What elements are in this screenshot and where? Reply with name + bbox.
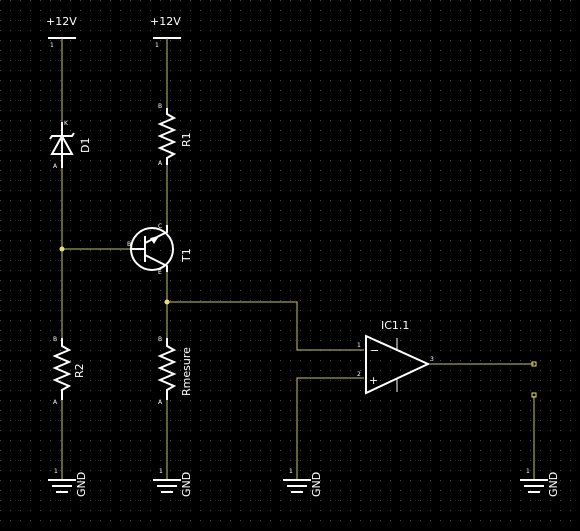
resistor-rmesure[interactable]: B A Rmesure <box>157 336 193 406</box>
rmesure-ref: Rmesure <box>180 347 193 396</box>
d1-pin-k: K <box>64 120 69 127</box>
power-symbol-2[interactable]: +12V 1 <box>150 15 181 52</box>
t1-ref: T1 <box>180 248 193 263</box>
t1-arrow <box>150 236 159 244</box>
junction-base <box>59 246 65 252</box>
output-connector-bottom[interactable] <box>531 392 537 398</box>
t1-pin-b: B <box>127 241 131 248</box>
ground-symbol-3[interactable]: 1 GND <box>283 468 323 497</box>
ic1-plus: + <box>369 374 378 387</box>
rmesure-zigzag <box>157 338 177 400</box>
output-connector-top[interactable] <box>531 361 537 367</box>
opamp-ic1[interactable]: IC1.1 − + 1 2 3 <box>357 319 434 395</box>
transistor-t1[interactable]: B C E T1 <box>127 223 193 276</box>
power-symbol-1[interactable]: +12V 1 <box>46 15 77 52</box>
gnd-label-3: GND <box>310 472 323 497</box>
ic1-minus: − <box>370 344 379 357</box>
gnd-label-2: GND <box>180 472 193 497</box>
ic1-pin2: 2 <box>357 371 361 378</box>
d1-bar <box>49 132 75 140</box>
d1-ref: D1 <box>79 138 92 153</box>
gnd-pin-2: 1 <box>159 468 163 475</box>
gnd-pin-4: 1 <box>526 468 530 475</box>
power-pin-2: 1 <box>155 42 159 49</box>
power-label-2: +12V <box>150 15 181 28</box>
resistor-r1[interactable]: B A R1 <box>157 103 193 167</box>
ic1-ref: IC1.1 <box>381 319 409 332</box>
r2-zigzag <box>52 338 72 400</box>
power-pin-1: 1 <box>50 42 54 49</box>
wire-to-ic-pin1 <box>167 301 364 351</box>
r2-pin-b: B <box>53 336 57 343</box>
t1-emitter <box>144 254 168 272</box>
resistor-r2[interactable]: B A R2 <box>52 336 86 406</box>
ground-symbol-4[interactable]: 1 GND <box>520 468 560 497</box>
d1-triangle <box>50 133 74 155</box>
r2-pin-a: A <box>53 399 58 406</box>
r1-ref: R1 <box>180 132 193 147</box>
t1-pin-c: C <box>158 223 162 230</box>
d1-pin-a: A <box>53 163 58 170</box>
gnd-pin-1: 1 <box>54 468 58 475</box>
wire-ic-pin2-gnd <box>296 377 364 474</box>
zener-diode-d1[interactable]: K A D1 <box>49 120 92 170</box>
ground-symbol-2[interactable]: 1 GND <box>153 468 193 497</box>
ic1-pin3: 3 <box>430 356 434 363</box>
junction-emitter <box>164 299 170 305</box>
r1-pin-a: A <box>158 160 163 167</box>
t1-pin-e: E <box>158 269 162 276</box>
gnd-label-4: GND <box>547 472 560 497</box>
power-label-1: +12V <box>46 15 77 28</box>
wires <box>61 52 535 474</box>
ground-symbol-1[interactable]: 1 GND <box>48 468 88 497</box>
rmesure-pin-b: B <box>158 336 162 343</box>
r1-pin-b: B <box>158 103 162 110</box>
r1-zigzag <box>157 108 177 165</box>
gnd-pin-3: 1 <box>289 468 293 475</box>
r2-ref: R2 <box>73 363 86 378</box>
gnd-label-1: GND <box>75 472 88 497</box>
rmesure-pin-a: A <box>158 399 163 406</box>
ic1-pin1: 1 <box>357 342 361 349</box>
